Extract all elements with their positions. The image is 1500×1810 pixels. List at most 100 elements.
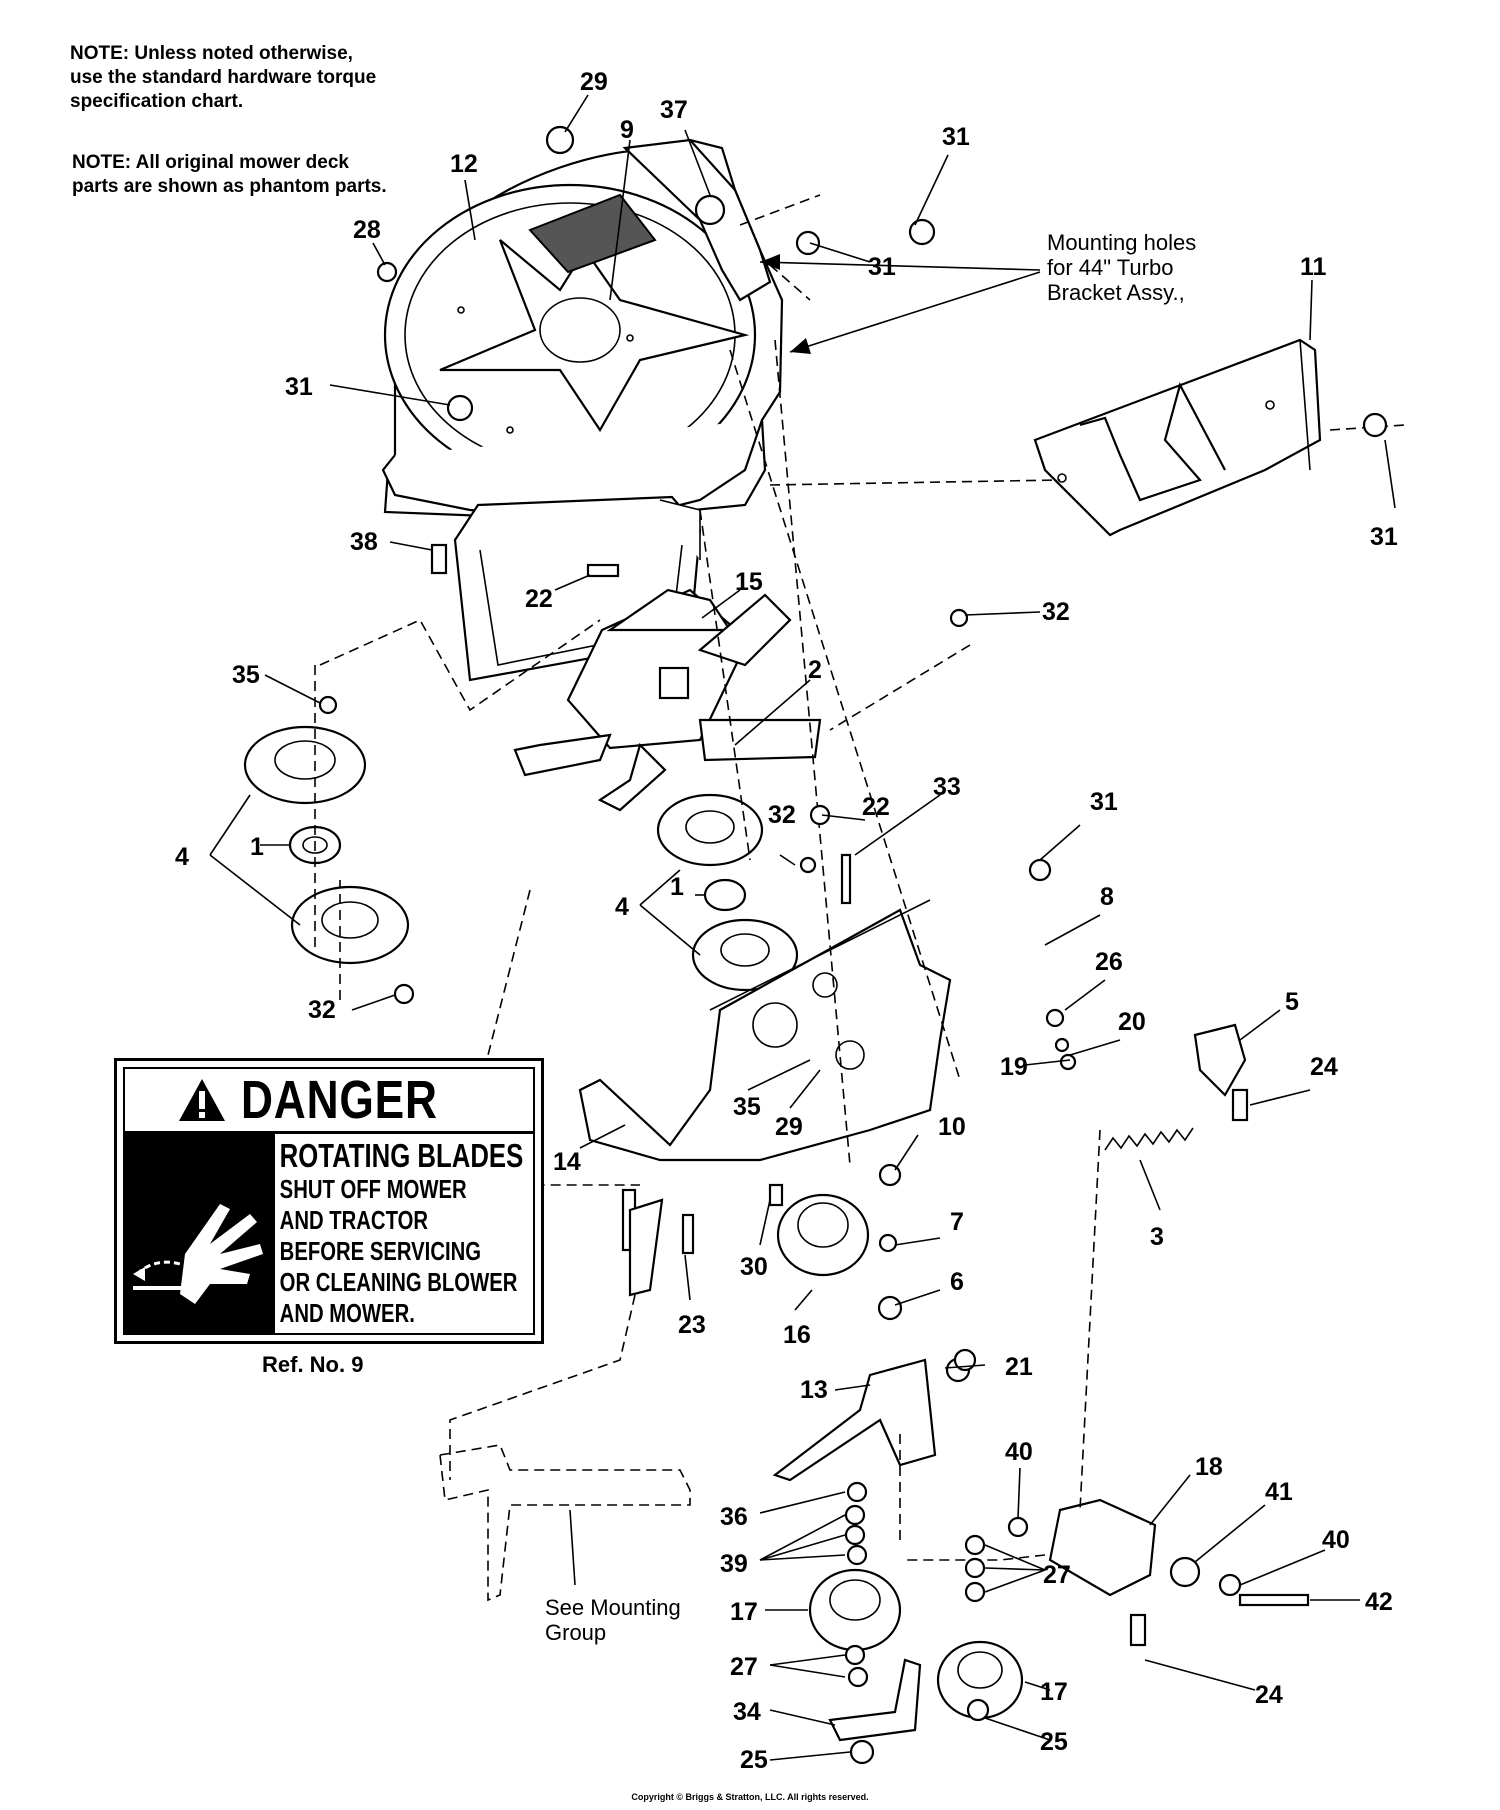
danger-word: DANGER (240, 1070, 438, 1130)
callout-9: 9 (620, 116, 634, 144)
callout-32: 32 (768, 801, 796, 829)
callout-5: 5 (1285, 988, 1299, 1016)
deflector-11 (1033, 338, 1322, 537)
torque-note: NOTE: Unless noted otherwise, use the st… (70, 43, 377, 112)
callouts: 29 37 9 12 31 31 28 11 31 31 38 22 15 32… (175, 68, 1398, 1774)
ref-number-label: Ref. No. 9 (262, 1352, 364, 1377)
callout-32: 32 (1042, 598, 1070, 626)
callout-23: 23 (678, 1311, 706, 1339)
callout-8: 8 (1100, 883, 1114, 911)
callout-6: 6 (950, 1268, 964, 1296)
danger-header: DANGER (125, 1069, 533, 1134)
callout-25: 25 (740, 1746, 768, 1774)
decal-on-housing (528, 193, 657, 274)
callout-7: 7 (950, 1208, 964, 1236)
hand-blade-pictogram (125, 1134, 275, 1334)
callout-22: 22 (525, 585, 553, 613)
callout-29: 29 (775, 1113, 803, 1141)
bracket-5 (1193, 1023, 1247, 1097)
danger-line-6: AND MOWER. (279, 1298, 415, 1328)
callout-12: 12 (450, 150, 478, 178)
callout-29: 29 (580, 68, 608, 96)
callout-42: 42 (1365, 1588, 1393, 1616)
callout-30: 30 (740, 1253, 768, 1281)
callout-34: 34 (733, 1698, 761, 1726)
callout-35: 35 (733, 1093, 761, 1121)
idler-arm-13 (772, 1358, 937, 1482)
callout-38: 38 (350, 528, 378, 556)
callout-15: 15 (735, 568, 763, 596)
bracket-18 (1048, 1498, 1157, 1597)
callout-2: 2 (808, 656, 822, 684)
callout-26: 26 (1095, 948, 1123, 976)
callout-28: 28 (353, 216, 381, 244)
callout-31: 31 (942, 123, 970, 151)
danger-line-1: ROTATING BLADES (279, 1137, 524, 1174)
callout-22: 22 (862, 793, 890, 821)
callout-36: 36 (720, 1503, 748, 1531)
mounting-holes-arrows (759, 254, 1041, 354)
bearing-flange-center-lower (691, 918, 799, 992)
leader-lines (209, 94, 1396, 1761)
callout-1: 1 (670, 873, 684, 901)
bearing-flange-center-upper (656, 793, 764, 867)
bearing-center (703, 878, 747, 912)
callout-3: 3 (1150, 1223, 1164, 1251)
phantom-parts-note: NOTE: All original mower deck parts are … (72, 152, 387, 197)
danger-label: DANGER ROTATING BLADES SHUT OFF MOWER AN… (114, 1058, 544, 1344)
callout-39: 39 (720, 1550, 748, 1578)
see-mounting-line-2: Group (545, 1620, 606, 1645)
bearing-flange-left-upper (243, 725, 367, 805)
callout-37: 37 (660, 96, 688, 124)
hardware (318, 125, 1388, 1765)
danger-line-5: OR CLEANING BLOWER (279, 1267, 518, 1297)
blower-housing (381, 138, 784, 522)
hand-icon (133, 1204, 263, 1304)
callout-16: 16 (783, 1321, 811, 1349)
callout-41: 41 (1265, 1478, 1293, 1506)
callout-24: 24 (1310, 1053, 1338, 1081)
callout-40: 40 (1322, 1526, 1350, 1554)
pulley-16 (776, 1193, 870, 1277)
danger-text: ROTATING BLADES SHUT OFF MOWER AND TRACT… (275, 1134, 528, 1334)
callout-35: 35 (232, 661, 260, 689)
callout-31: 31 (868, 253, 896, 281)
callout-17: 17 (730, 1598, 758, 1626)
callout-18: 18 (1195, 1453, 1223, 1481)
callout-4: 4 (175, 843, 189, 871)
callout-17: 17 (1040, 1678, 1068, 1706)
callout-1: 1 (250, 833, 264, 861)
callout-31: 31 (1370, 523, 1398, 551)
bracket-34 (828, 1658, 922, 1742)
callout-19: 19 (1000, 1053, 1028, 1081)
callout-31: 31 (1090, 788, 1118, 816)
mounting-holes-line-1: Mounting holes (1047, 230, 1196, 255)
callout-25: 25 (1040, 1728, 1068, 1756)
callout-14: 14 (553, 1148, 581, 1176)
callout-24: 24 (1255, 1681, 1283, 1709)
see-mounting-line-1: See Mounting (545, 1595, 681, 1620)
mounting-plate-14 (578, 899, 952, 1162)
copyright: Copyright © Briggs & Stratton, LLC. All … (631, 1792, 869, 1802)
danger-line-4: BEFORE SERVICING (279, 1236, 482, 1266)
callout-11: 11 (1300, 253, 1327, 281)
danger-line-2: SHUT OFF MOWER (279, 1174, 467, 1204)
mounting-holes-line-2: for 44" Turbo (1047, 255, 1173, 280)
callout-27: 27 (1043, 1561, 1071, 1589)
callout-32: 32 (308, 996, 336, 1024)
mounting-group-bracket-phantom (439, 1444, 691, 1602)
warning-triangle-icon (178, 1079, 225, 1121)
callout-4: 4 (615, 893, 629, 921)
callout-21: 21 (1005, 1353, 1033, 1381)
callout-40: 40 (1005, 1438, 1033, 1466)
callout-13: 13 (800, 1376, 828, 1404)
callout-10: 10 (938, 1113, 966, 1141)
callout-20: 20 (1118, 1008, 1146, 1036)
bearing-flange-left-lower (290, 885, 410, 965)
callout-33: 33 (933, 773, 961, 801)
mounting-holes-line-3: Bracket Assy., (1047, 280, 1185, 305)
danger-line-3: AND TRACTOR (279, 1205, 429, 1235)
pulley-17-left (808, 1568, 902, 1652)
blower-impeller-15 (513, 588, 822, 812)
